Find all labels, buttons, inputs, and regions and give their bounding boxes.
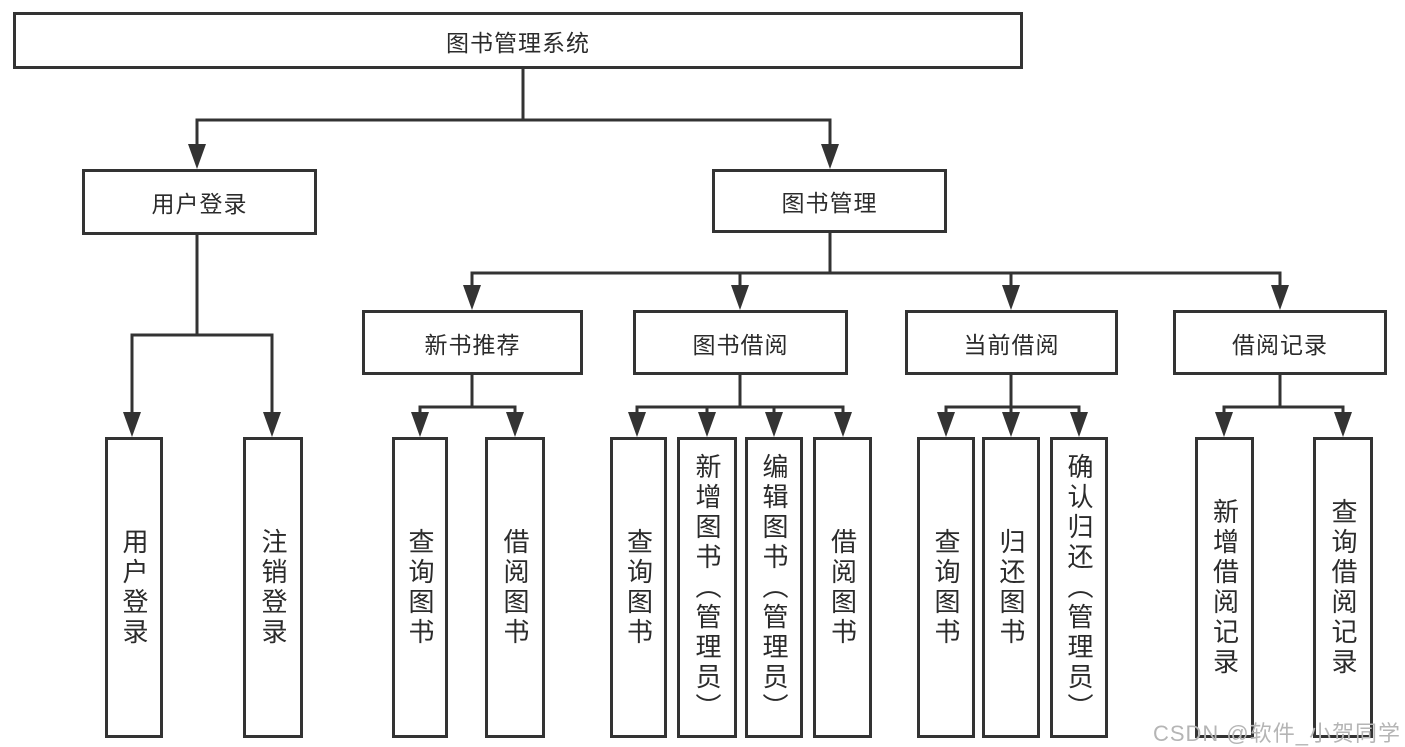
leaf-confirm-return-admin-label: 确认归还（管理员） <box>1064 452 1094 723</box>
leaf-current-query-books: 查询图书 <box>917 437 975 738</box>
node-root: 图书管理系统 <box>13 12 1023 69</box>
connector-borrow-records-children <box>1215 375 1352 437</box>
leaf-add-book-admin: 新增图书（管理员） <box>677 437 737 738</box>
node-user-login: 用户登录 <box>82 169 317 235</box>
leaf-current-query-books-label: 查询图书 <box>931 527 961 648</box>
connector-current-borrow-children <box>937 375 1088 437</box>
leaf-recommend-query-books-label: 查询图书 <box>405 527 435 648</box>
connector-user-login-children <box>123 235 281 437</box>
leaf-return-books-label: 归还图书 <box>996 527 1026 648</box>
leaf-logout: 注销登录 <box>243 437 303 738</box>
node-book-management: 图书管理 <box>712 169 947 233</box>
leaf-borrow-query-books: 查询图书 <box>610 437 667 738</box>
node-book-borrow: 图书借阅 <box>633 310 848 375</box>
leaf-edit-book-admin: 编辑图书（管理员） <box>745 437 803 738</box>
node-new-book-recommend: 新书推荐 <box>362 310 583 375</box>
leaf-user-login: 用户登录 <box>105 437 163 738</box>
node-new-book-recommend-label: 新书推荐 <box>424 331 521 358</box>
leaf-query-borrow-record: 查询借阅记录 <box>1313 437 1373 738</box>
node-book-borrow-label: 图书借阅 <box>692 331 789 358</box>
leaf-confirm-return-admin: 确认归还（管理员） <box>1050 437 1108 738</box>
node-user-login-label: 用户登录 <box>151 191 248 217</box>
leaf-return-books: 归还图书 <box>982 437 1040 738</box>
node-root-label: 图书管理系统 <box>446 29 590 56</box>
leaf-borrow-books-label: 借阅图书 <box>827 527 858 648</box>
connector-root-to-level2 <box>188 68 839 169</box>
leaf-add-borrow-record: 新增借阅记录 <box>1195 437 1254 738</box>
connector-book-borrow-children <box>628 375 852 437</box>
leaf-edit-book-admin-label: 编辑图书（管理员） <box>759 452 789 723</box>
leaf-add-book-admin-label: 新增图书（管理员） <box>692 452 722 723</box>
node-current-borrow: 当前借阅 <box>905 310 1118 375</box>
csdn-watermark: CSDN @软件_小贺同学 <box>1152 721 1401 746</box>
node-current-borrow-label: 当前借阅 <box>963 331 1060 358</box>
node-book-management-label: 图书管理 <box>781 190 878 216</box>
leaf-add-borrow-record-label: 新增借阅记录 <box>1209 497 1240 678</box>
leaf-query-borrow-record-label: 查询借阅记录 <box>1328 497 1358 678</box>
node-borrow-records-label: 借阅记录 <box>1232 331 1328 358</box>
leaf-borrow-books: 借阅图书 <box>813 437 872 738</box>
leaf-borrow-query-books-label: 查询图书 <box>623 527 654 648</box>
node-borrow-records: 借阅记录 <box>1173 310 1387 375</box>
leaf-user-login-label: 用户登录 <box>119 527 149 648</box>
leaf-recommend-query-books: 查询图书 <box>392 437 448 738</box>
leaf-logout-label: 注销登录 <box>258 527 288 648</box>
leaf-recommend-borrow-books: 借阅图书 <box>485 437 545 738</box>
connector-new-book-recommend-children <box>411 375 524 437</box>
connector-book-management-children <box>463 233 1289 310</box>
leaf-recommend-borrow-books-label: 借阅图书 <box>500 527 530 648</box>
